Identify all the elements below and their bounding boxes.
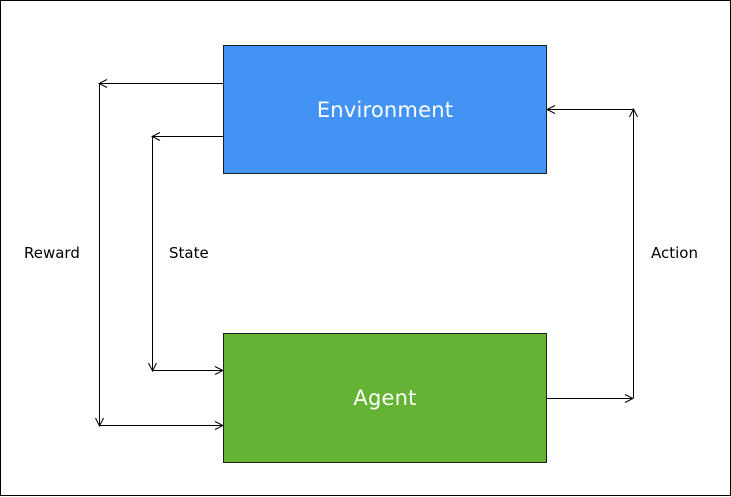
action-label: Action xyxy=(651,244,698,262)
reward-label: Reward xyxy=(24,244,80,262)
environment-label: Environment xyxy=(316,97,454,122)
agent-node: Agent xyxy=(223,333,547,463)
environment-node: Environment xyxy=(223,45,547,174)
reward-connector xyxy=(99,83,223,426)
state-connector xyxy=(152,136,223,371)
agent-label: Agent xyxy=(353,386,417,410)
action-connector xyxy=(547,109,634,399)
state-label: State xyxy=(169,244,209,262)
